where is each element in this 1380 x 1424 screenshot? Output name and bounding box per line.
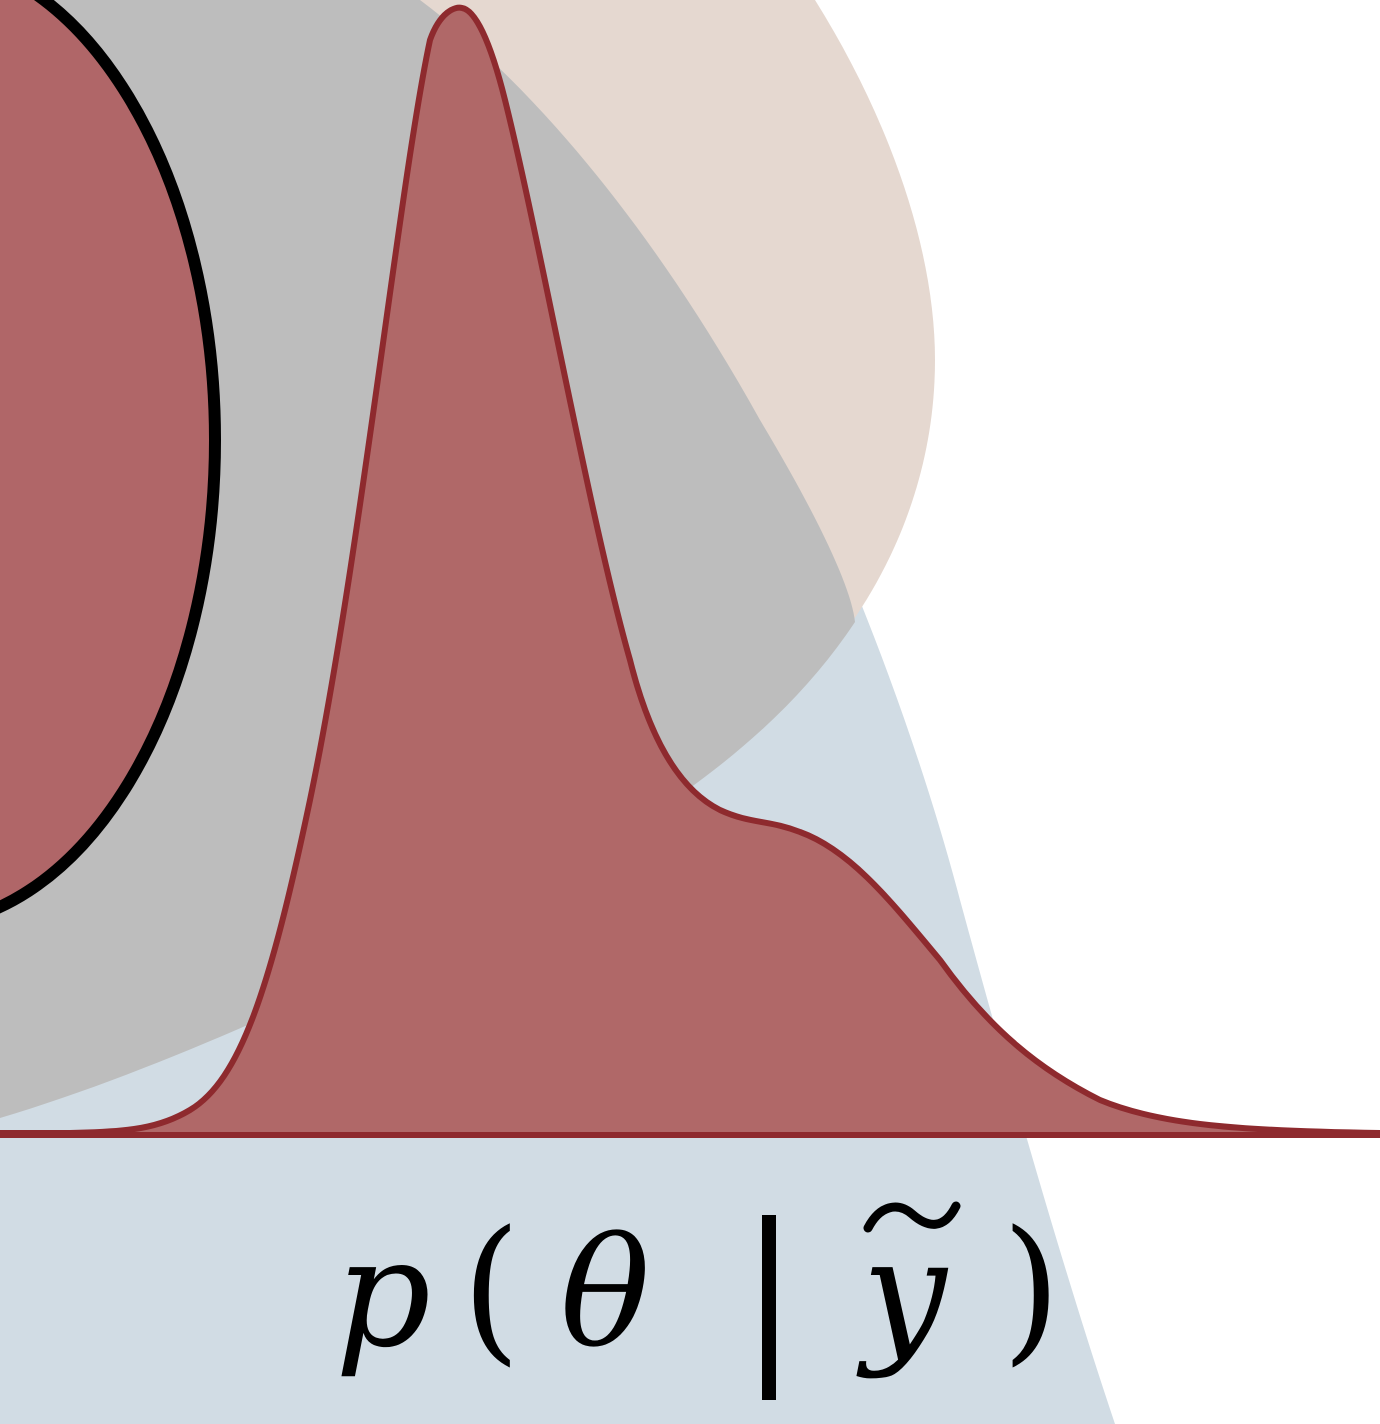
formula-theta: θ xyxy=(560,1207,650,1381)
formula-close-paren: ) xyxy=(1002,1198,1061,1381)
formula-y: y xyxy=(856,1207,949,1381)
formula-tilde xyxy=(863,1201,961,1233)
posterior-density-curve xyxy=(0,4,1380,1138)
formula-bar xyxy=(762,1215,776,1400)
formula-p: p xyxy=(335,1207,431,1381)
formula-label: p ( θ y ) xyxy=(335,1198,1061,1400)
formula-open-paren: ( xyxy=(462,1198,521,1381)
left-circle xyxy=(0,0,221,914)
